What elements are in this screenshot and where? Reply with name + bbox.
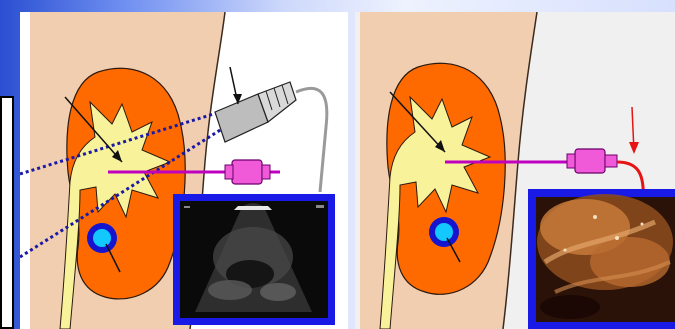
diagram-right	[355, 12, 675, 329]
diagram-left	[20, 12, 348, 329]
ultrasound-image	[173, 194, 335, 325]
adjacent-slide-frame	[0, 96, 14, 329]
ultrasound-probe	[215, 82, 296, 142]
panel-endoscopic-view	[355, 12, 675, 329]
probe-cable	[296, 88, 327, 192]
panel-ultrasound-guided-puncture	[20, 12, 348, 329]
renal-stone-inner	[93, 229, 111, 247]
needle-hub	[232, 160, 262, 184]
renal-stone-inner	[435, 223, 453, 241]
nephroscope-hub	[575, 149, 605, 173]
endoscopic-image	[528, 189, 675, 329]
